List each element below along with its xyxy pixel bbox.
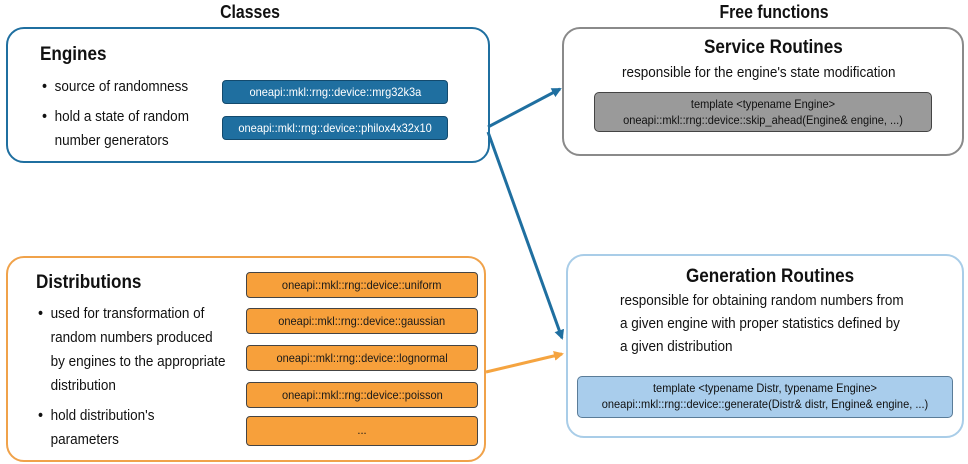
arrow-engines-to-service [487,87,562,129]
distributions-bullet-2-cont: parameters [50,431,119,448]
engines-bullet-2: hold a state of random [42,105,262,129]
distributions-box: Distributions used for transformation of… [6,256,486,462]
generation-routines-description-line2: a given engine with proper statistics de… [620,315,900,332]
engines-bullet-3: number generators [54,132,169,149]
distribution-class-lognormal: oneapi::mkl::rng::device::lognormal [246,345,478,371]
engine-class-philox4x32x10: oneapi::mkl::rng::device::philox4x32x10 [222,116,448,140]
generation-routines-code: template <typename Distr, typename Engin… [577,376,953,418]
arrow-distributions-to-generation [485,350,564,374]
engines-bullet-1: source of randomness [42,75,262,99]
engine-class-mrg32k3a: oneapi::mkl::rng::device::mrg32k3a [222,80,448,104]
service-routines-box: Service Routines responsible for the eng… [562,27,964,156]
distributions-title: Distributions [36,272,142,293]
distributions-bullet-1-cont-c: distribution [50,377,116,394]
distributions-bullet-1-cont-b: by engines to the appropriate [50,353,226,370]
distribution-class-gaussian: oneapi::mkl::rng::device::gaussian [246,308,478,334]
distribution-class-poisson: oneapi::mkl::rng::device::poisson [246,382,478,408]
distributions-bullets: used for transformation of random number… [38,302,282,452]
generation-routines-box: Generation Routines responsible for obta… [566,254,964,438]
distribution-class-uniform: oneapi::mkl::rng::device::uniform [246,272,478,298]
generation-routines-code-line1: template <typename Distr, typename Engin… [652,381,877,395]
free-functions-heading: Free functions [719,2,829,22]
engines-box: Engines source of randomness hold a stat… [6,27,490,163]
engines-title: Engines [40,44,107,65]
service-routines-code-line1: template <typename Engine> [690,97,836,111]
service-routines-description: responsible for the engine's state modif… [622,64,896,81]
generation-routines-description-line1: responsible for obtaining random numbers… [620,292,904,309]
classes-heading: Classes [220,2,280,22]
engines-bullets: source of randomness hold a state of ran… [42,75,286,153]
service-routines-code-line2: oneapi::mkl::rng::device::skip_ahead(Eng… [623,113,903,127]
service-routines-code: template <typename Engine> oneapi::mkl::… [594,92,932,132]
arrow-engines-to-generation [486,131,565,340]
generation-routines-code-line2: oneapi::mkl::rng::device::generate(Distr… [601,397,929,411]
generation-routines-description-line3: a given distribution [620,338,733,355]
distributions-bullet-1-cont-a: random numbers produced [50,329,213,346]
generation-routines-title: Generation Routines [686,266,855,287]
distributions-bullet-2: hold distribution's [38,404,258,428]
service-routines-title: Service Routines [704,37,843,58]
distributions-bullet-1: used for transformation of [38,302,258,326]
distribution-class-more: ... [246,416,478,446]
